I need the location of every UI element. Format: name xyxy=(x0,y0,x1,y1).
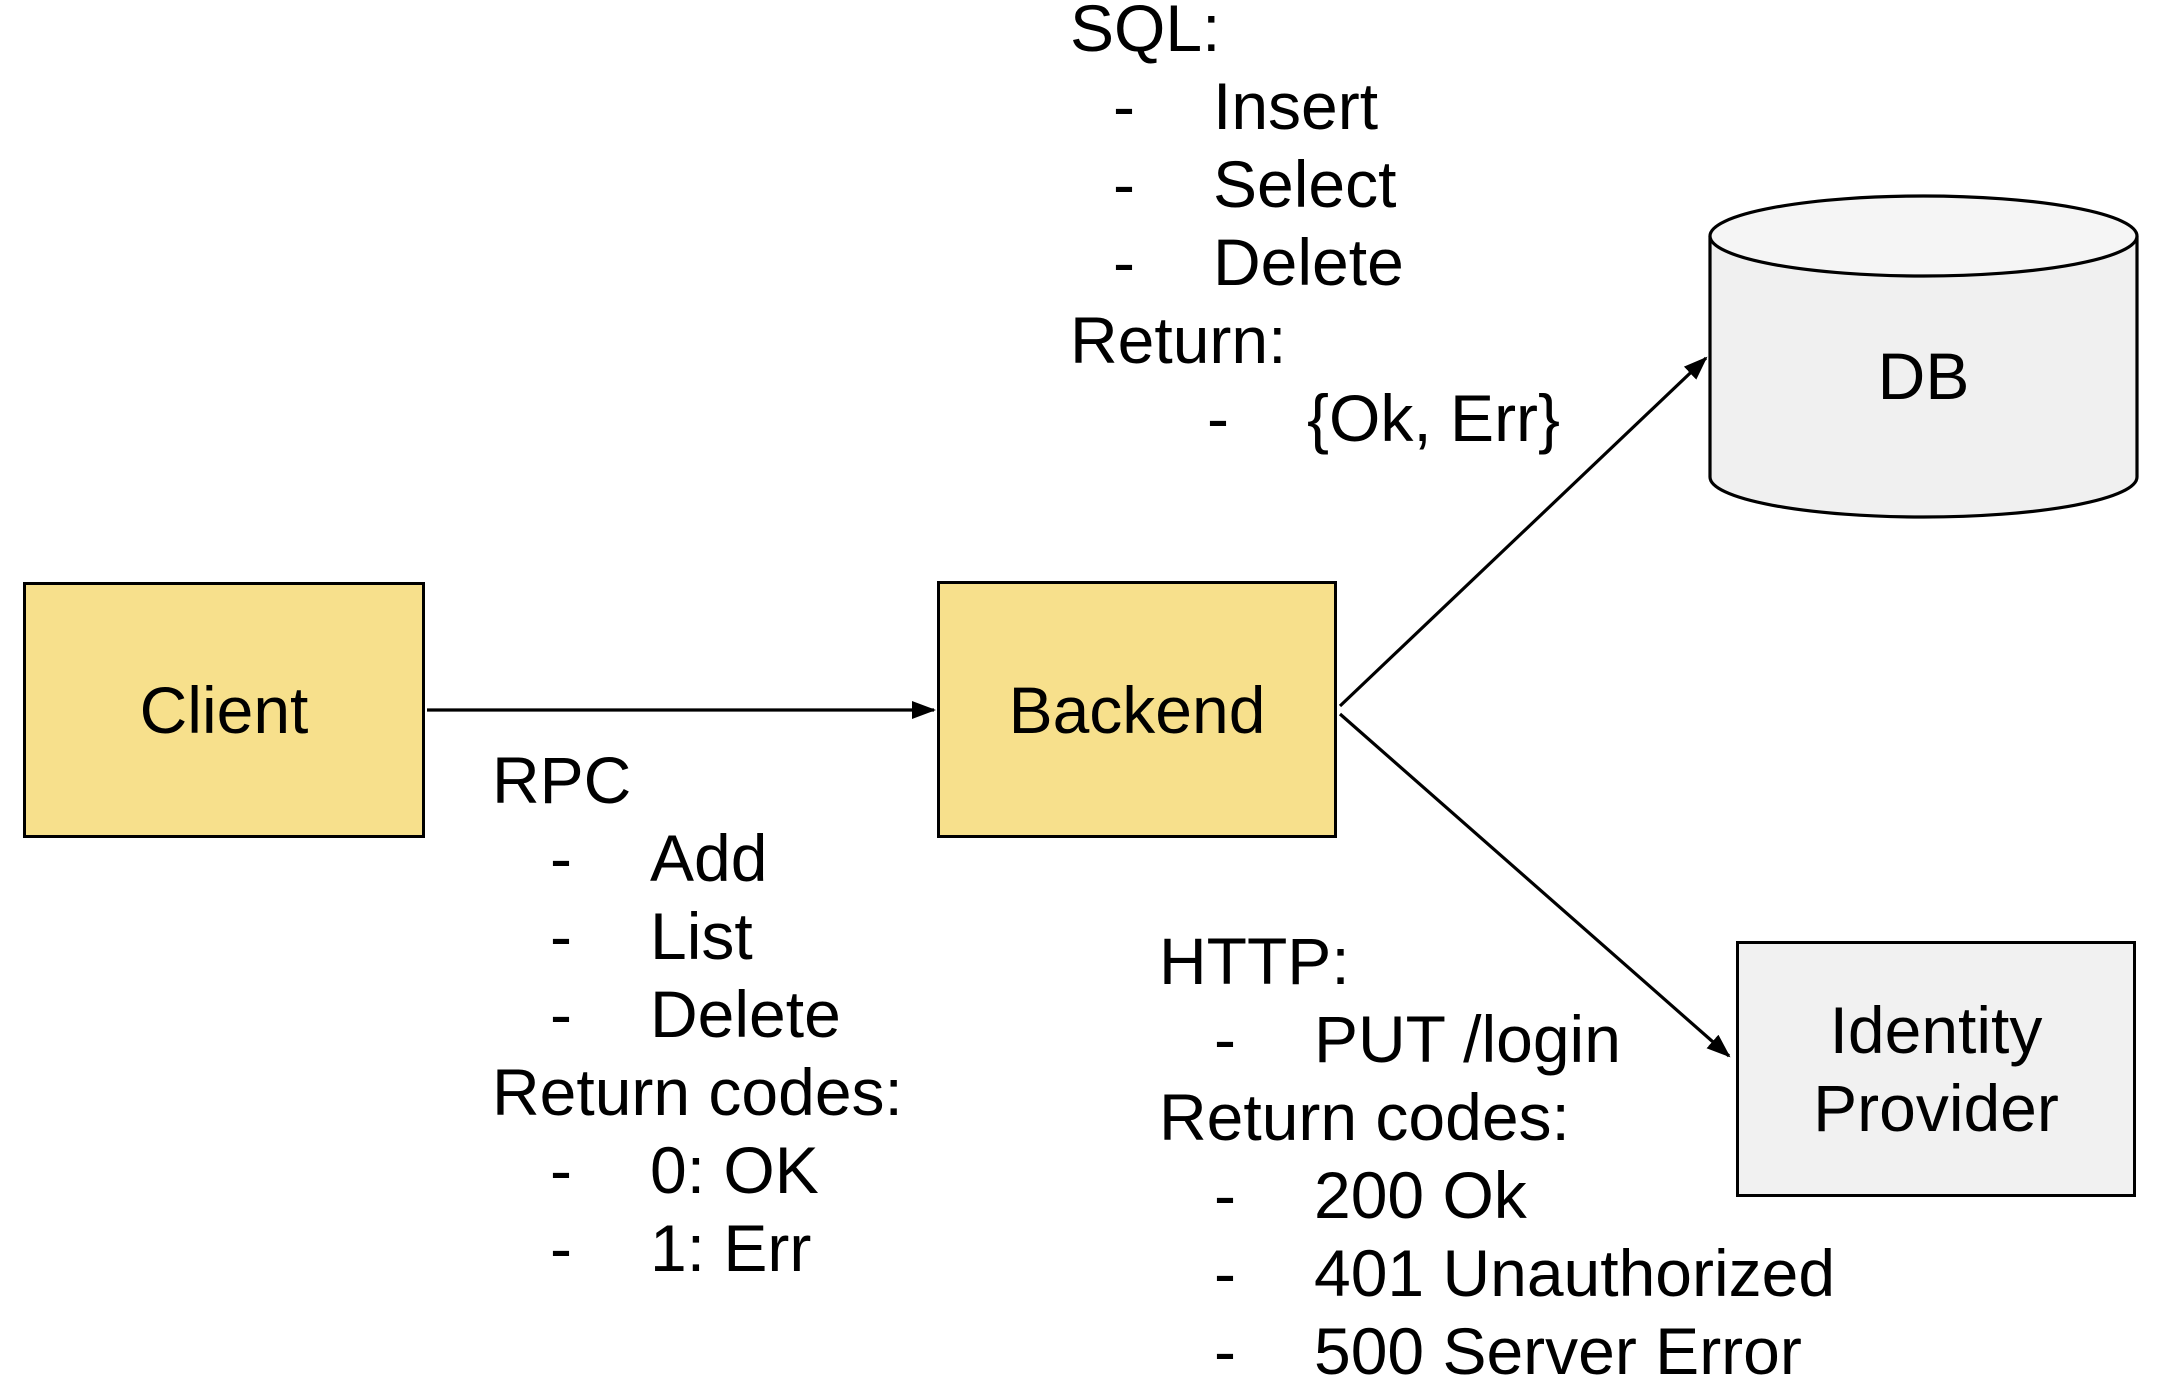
annotation-text: Delete xyxy=(1213,225,1404,299)
annotation-text: Return codes: xyxy=(1159,1080,1570,1154)
annotation-line: - Select xyxy=(1070,145,1560,223)
annotation-line: - 401 Unauthorized xyxy=(1159,1234,1835,1312)
annotation-line: - Add xyxy=(492,819,903,897)
annotation-line: SQL: xyxy=(1070,0,1560,67)
annotation-text: SQL: xyxy=(1070,0,1221,65)
annotation-text: HTTP: xyxy=(1159,924,1350,998)
annotation-line: - Delete xyxy=(1070,223,1560,301)
bullet-dash: - xyxy=(1113,147,1135,221)
annotation-line: - 500 Server Error xyxy=(1159,1312,1835,1390)
bullet-dash: - xyxy=(1113,69,1135,143)
bullet-dash: - xyxy=(550,1133,572,1207)
db-label-box: DB xyxy=(1710,236,2137,516)
annotation-line: - Insert xyxy=(1070,67,1560,145)
annotation-text: Insert xyxy=(1213,69,1379,143)
backend-label: Backend xyxy=(1008,672,1266,747)
client-node: Client xyxy=(23,582,425,838)
db-node xyxy=(1708,194,2139,519)
annotation-line: - 0: OK xyxy=(492,1131,903,1209)
annotation-text: 401 Unauthorized xyxy=(1314,1236,1836,1310)
bullet-dash: - xyxy=(1113,225,1135,299)
annotation-line: - Delete xyxy=(492,975,903,1053)
bullet-dash: - xyxy=(1214,1158,1236,1232)
http-annotation: HTTP: - PUT /login Return codes: - 200 O… xyxy=(1159,922,1835,1390)
db-label: DB xyxy=(1877,339,1970,413)
annotation-text: RPC xyxy=(492,743,632,817)
annotation-line: - List xyxy=(492,897,903,975)
bullet-dash: - xyxy=(550,899,572,973)
annotation-line: - 1: Err xyxy=(492,1209,903,1287)
annotation-text: Select xyxy=(1213,147,1397,221)
annotation-text: Return: xyxy=(1070,303,1287,377)
db-cylinder-body xyxy=(1708,236,2139,519)
annotation-text: 200 Ok xyxy=(1314,1158,1527,1232)
annotation-text: Return codes: xyxy=(492,1055,903,1129)
annotation-text: 0: OK xyxy=(650,1133,819,1207)
annotation-line: - 200 Ok xyxy=(1159,1156,1835,1234)
annotation-line: - PUT /login xyxy=(1159,1000,1835,1078)
sql-annotation: SQL: - Insert - Select - Delete Return: … xyxy=(1070,0,1560,457)
annotation-text: Delete xyxy=(650,977,841,1051)
bullet-dash: - xyxy=(1207,381,1229,455)
annotation-text: PUT /login xyxy=(1314,1002,1621,1076)
backend-node: Backend xyxy=(937,581,1337,838)
client-label: Client xyxy=(139,673,309,747)
db-cylinder-top xyxy=(1708,194,2139,278)
arrow-backend-identity xyxy=(1338,712,1731,1058)
bullet-dash: - xyxy=(1214,1002,1236,1076)
annotation-text: 1: Err xyxy=(650,1211,812,1285)
annotation-line: RPC xyxy=(492,741,903,819)
annotation-text: {Ok, Err} xyxy=(1307,381,1561,455)
identity-provider-node: Identity Provider xyxy=(1736,941,2136,1197)
identity-provider-label: Identity Provider xyxy=(1813,993,2059,1145)
arrow-backend-db xyxy=(1338,356,1708,708)
annotation-line: HTTP: xyxy=(1159,922,1835,1000)
bullet-dash: - xyxy=(550,977,572,1051)
annotation-line: - {Ok, Err} xyxy=(1070,379,1560,457)
bullet-dash: - xyxy=(1214,1236,1236,1310)
annotation-text: 500 Server Error xyxy=(1314,1314,1802,1388)
annotation-text: List xyxy=(650,899,753,973)
bullet-dash: - xyxy=(1214,1314,1236,1388)
rpc-annotation: RPC - Add - List - Delete Return codes: … xyxy=(492,741,903,1287)
annotation-text: Add xyxy=(650,821,768,895)
annotation-line: Return: xyxy=(1070,301,1560,379)
bullet-dash: - xyxy=(550,821,572,895)
bullet-dash: - xyxy=(550,1211,572,1285)
annotation-line: Return codes: xyxy=(1159,1078,1835,1156)
annotation-line: Return codes: xyxy=(492,1053,903,1131)
